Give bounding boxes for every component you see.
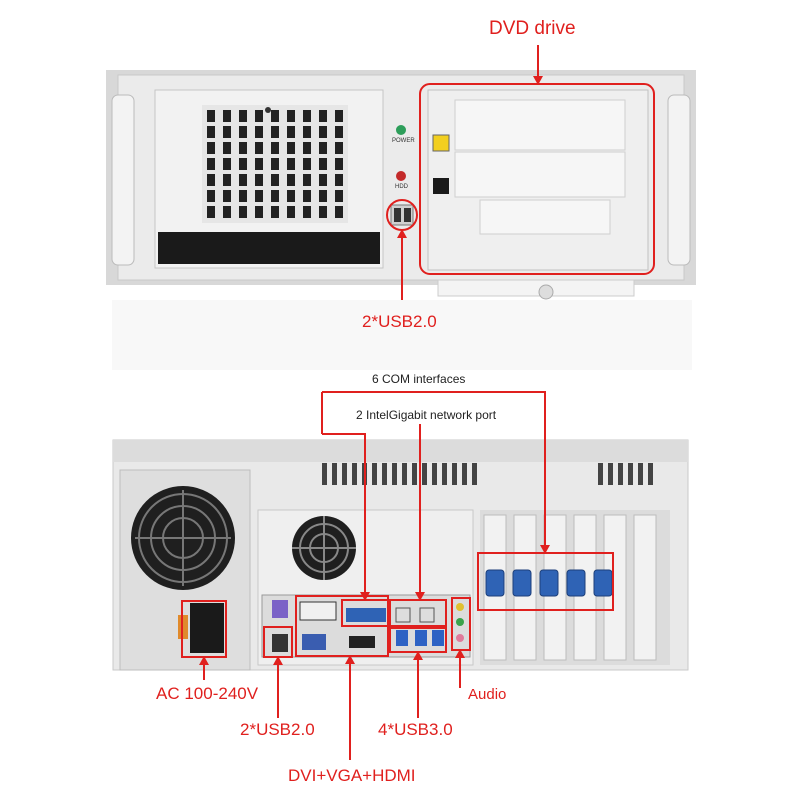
com-port-icon bbox=[512, 569, 532, 597]
com-port-icon bbox=[593, 569, 613, 597]
hdd-led-icon bbox=[396, 171, 406, 181]
rear-usb2-label: 2*USB2.0 bbox=[240, 720, 315, 739]
com-port-icon bbox=[485, 569, 505, 597]
hdd-label: HDD bbox=[395, 184, 408, 190]
usb3-label: 4*USB3.0 bbox=[378, 720, 453, 739]
power-led-icon bbox=[396, 125, 406, 135]
com-interfaces-label: 6 COM interfaces bbox=[372, 372, 466, 386]
front-vent-slots bbox=[207, 110, 343, 218]
network-port-label: 2 IntelGigabit network port bbox=[356, 408, 497, 422]
drive-bays bbox=[427, 89, 649, 300]
front-vent-panel bbox=[154, 89, 384, 269]
com-port-icon bbox=[539, 569, 559, 597]
ac-power-label: AC 100-240V bbox=[156, 684, 259, 703]
network-highlight bbox=[389, 599, 447, 627]
rear-chassis bbox=[112, 439, 689, 671]
audio-label: Audio bbox=[468, 686, 507, 703]
video-ports-label: DVI+VGA+HDMI bbox=[288, 766, 416, 785]
power-label: POWER bbox=[392, 138, 415, 144]
front-usb-label: 2*USB2.0 bbox=[362, 312, 437, 331]
com-ports bbox=[485, 569, 613, 597]
com-port-icon bbox=[566, 569, 586, 597]
dvd-drive-label: DVD drive bbox=[489, 18, 576, 39]
